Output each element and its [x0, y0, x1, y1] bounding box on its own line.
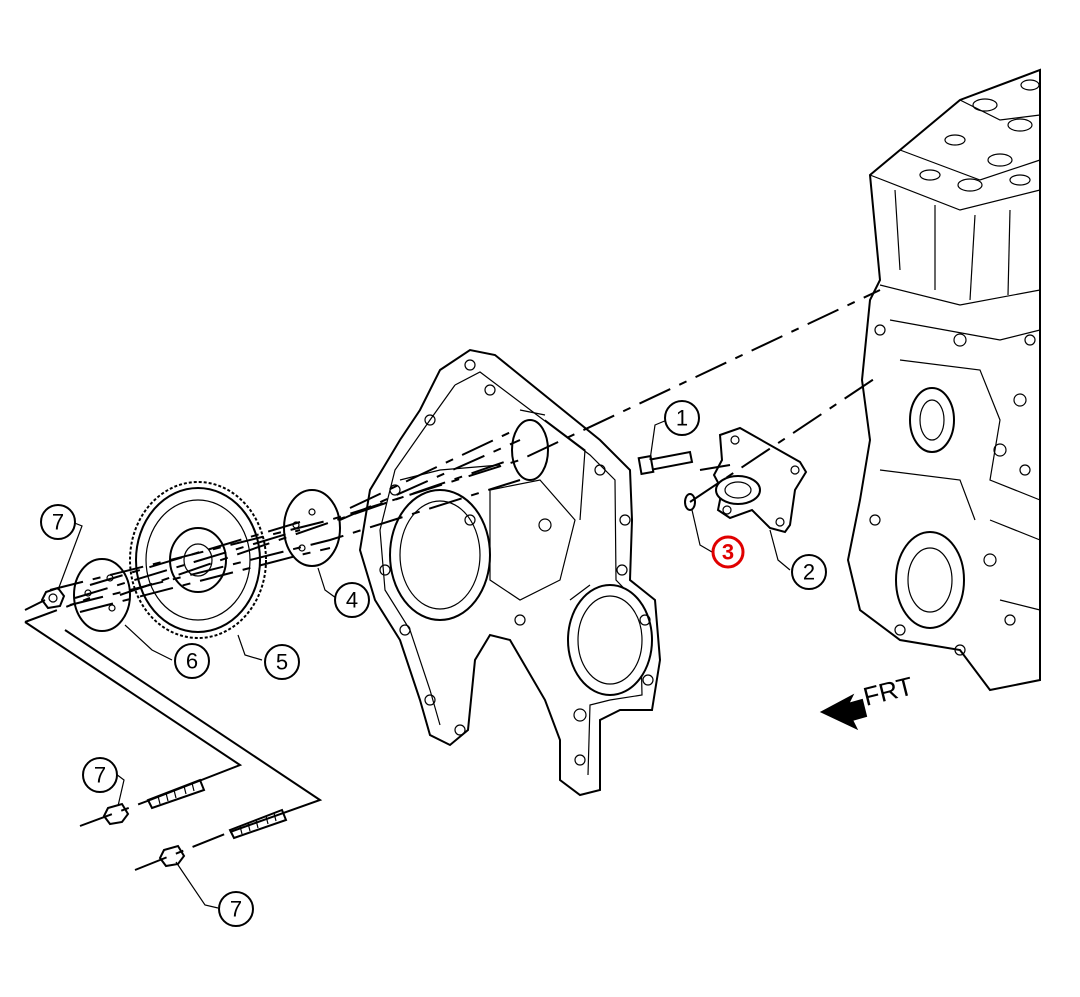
leader-1 — [649, 419, 668, 461]
callout-7-middle: 7 — [82, 757, 118, 793]
callout-7-top-label: 7 — [52, 510, 64, 535]
callout-6-label: 6 — [186, 649, 198, 674]
callout-7-bottom: 7 — [218, 891, 254, 927]
callout-7-top: 7 — [40, 504, 76, 540]
leader-2 — [769, 529, 791, 571]
callout-4-label: 4 — [346, 588, 358, 613]
callout-3-highlighted: 3 — [711, 535, 745, 569]
callout-2: 2 — [791, 554, 827, 590]
callout-7-middle-label: 7 — [94, 763, 106, 788]
callout-1-label: 1 — [676, 406, 688, 431]
leader-5 — [237, 634, 263, 661]
callout-6: 6 — [174, 643, 210, 679]
callout-3-label: 3 — [722, 540, 734, 565]
callout-5: 5 — [264, 644, 300, 680]
housing-bolt — [637, 450, 694, 476]
callout-5-label: 5 — [276, 650, 288, 675]
front-direction-indicator: FRT — [819, 671, 916, 731]
leader-6 — [124, 624, 173, 661]
front-cover-plate — [358, 348, 662, 797]
leader-7c — [175, 861, 219, 909]
callout-1: 1 — [664, 400, 700, 436]
engine-block — [846, 68, 1041, 692]
idler-bearing-housing — [712, 426, 808, 534]
leader-3 — [691, 509, 713, 553]
leader-4 — [317, 567, 337, 599]
leader-7b — [115, 773, 125, 807]
callout-2-label: 2 — [803, 560, 815, 585]
assembly-lines — [24, 289, 881, 871]
nut-top — [40, 586, 66, 610]
leader-lines — [57, 419, 791, 909]
callout-4: 4 — [334, 582, 370, 618]
front-arrow-icon — [819, 693, 868, 731]
callout-7-bottom-label: 7 — [230, 897, 242, 922]
direction-label: FRT — [860, 671, 916, 712]
